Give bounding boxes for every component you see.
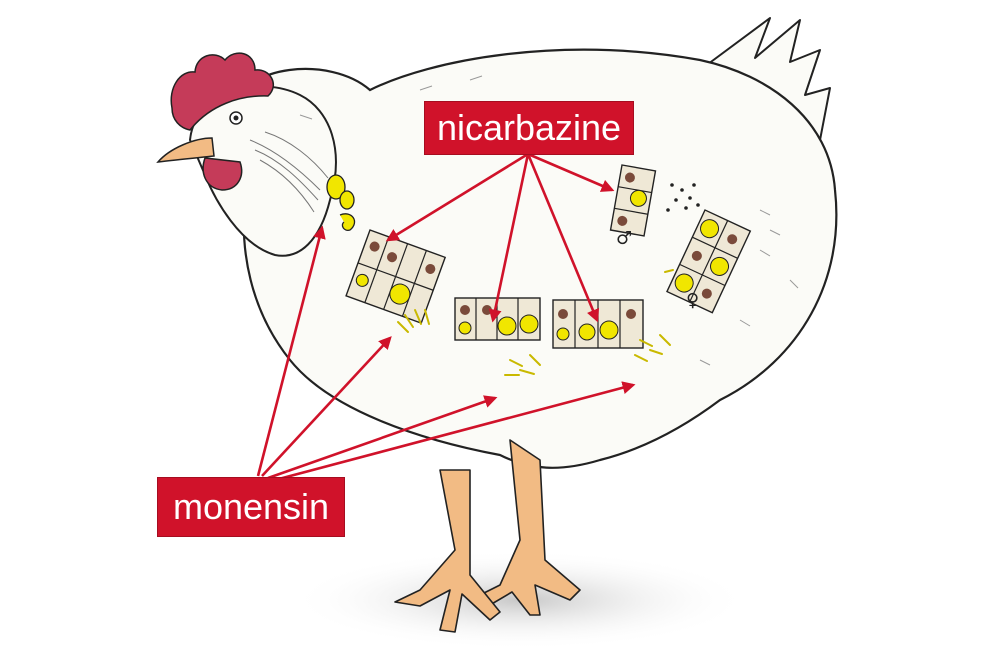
intestinal-epithelial-cells [326,164,752,376]
microgametes [666,183,700,212]
monensin-arrow-3 [267,395,498,480]
nicarbazine-label: nicarbazine [424,101,634,155]
cell-strip-1 [345,229,447,325]
nicarbazine-arrow-4 [527,152,615,192]
monensin-arrow-4 [274,381,636,482]
chicken-body [233,48,838,469]
female-symbol: ♀ [686,290,699,311]
monensin-arrow-1 [256,225,326,477]
monensin-label: monensin [157,477,345,537]
nicarbazine-arrows [385,152,615,323]
merozoites [397,269,674,376]
cell-strip-3 [552,299,644,349]
male-gamete-cells [609,164,657,237]
monensin-arrow-2 [261,336,392,477]
female-gamete-cells [666,209,752,314]
nicarbazine-arrow-2 [488,153,530,323]
legs [394,439,581,633]
chicken-illustration [156,17,838,633]
beak [156,137,215,163]
monensin-arrows [256,225,636,482]
comb [170,52,274,131]
wattle [202,157,243,191]
nicarbazine-arrow-3 [526,153,600,323]
oocyst [326,174,346,200]
nicarbazine-arrow-1 [385,152,529,242]
male-symbol: ♂ [616,228,632,249]
